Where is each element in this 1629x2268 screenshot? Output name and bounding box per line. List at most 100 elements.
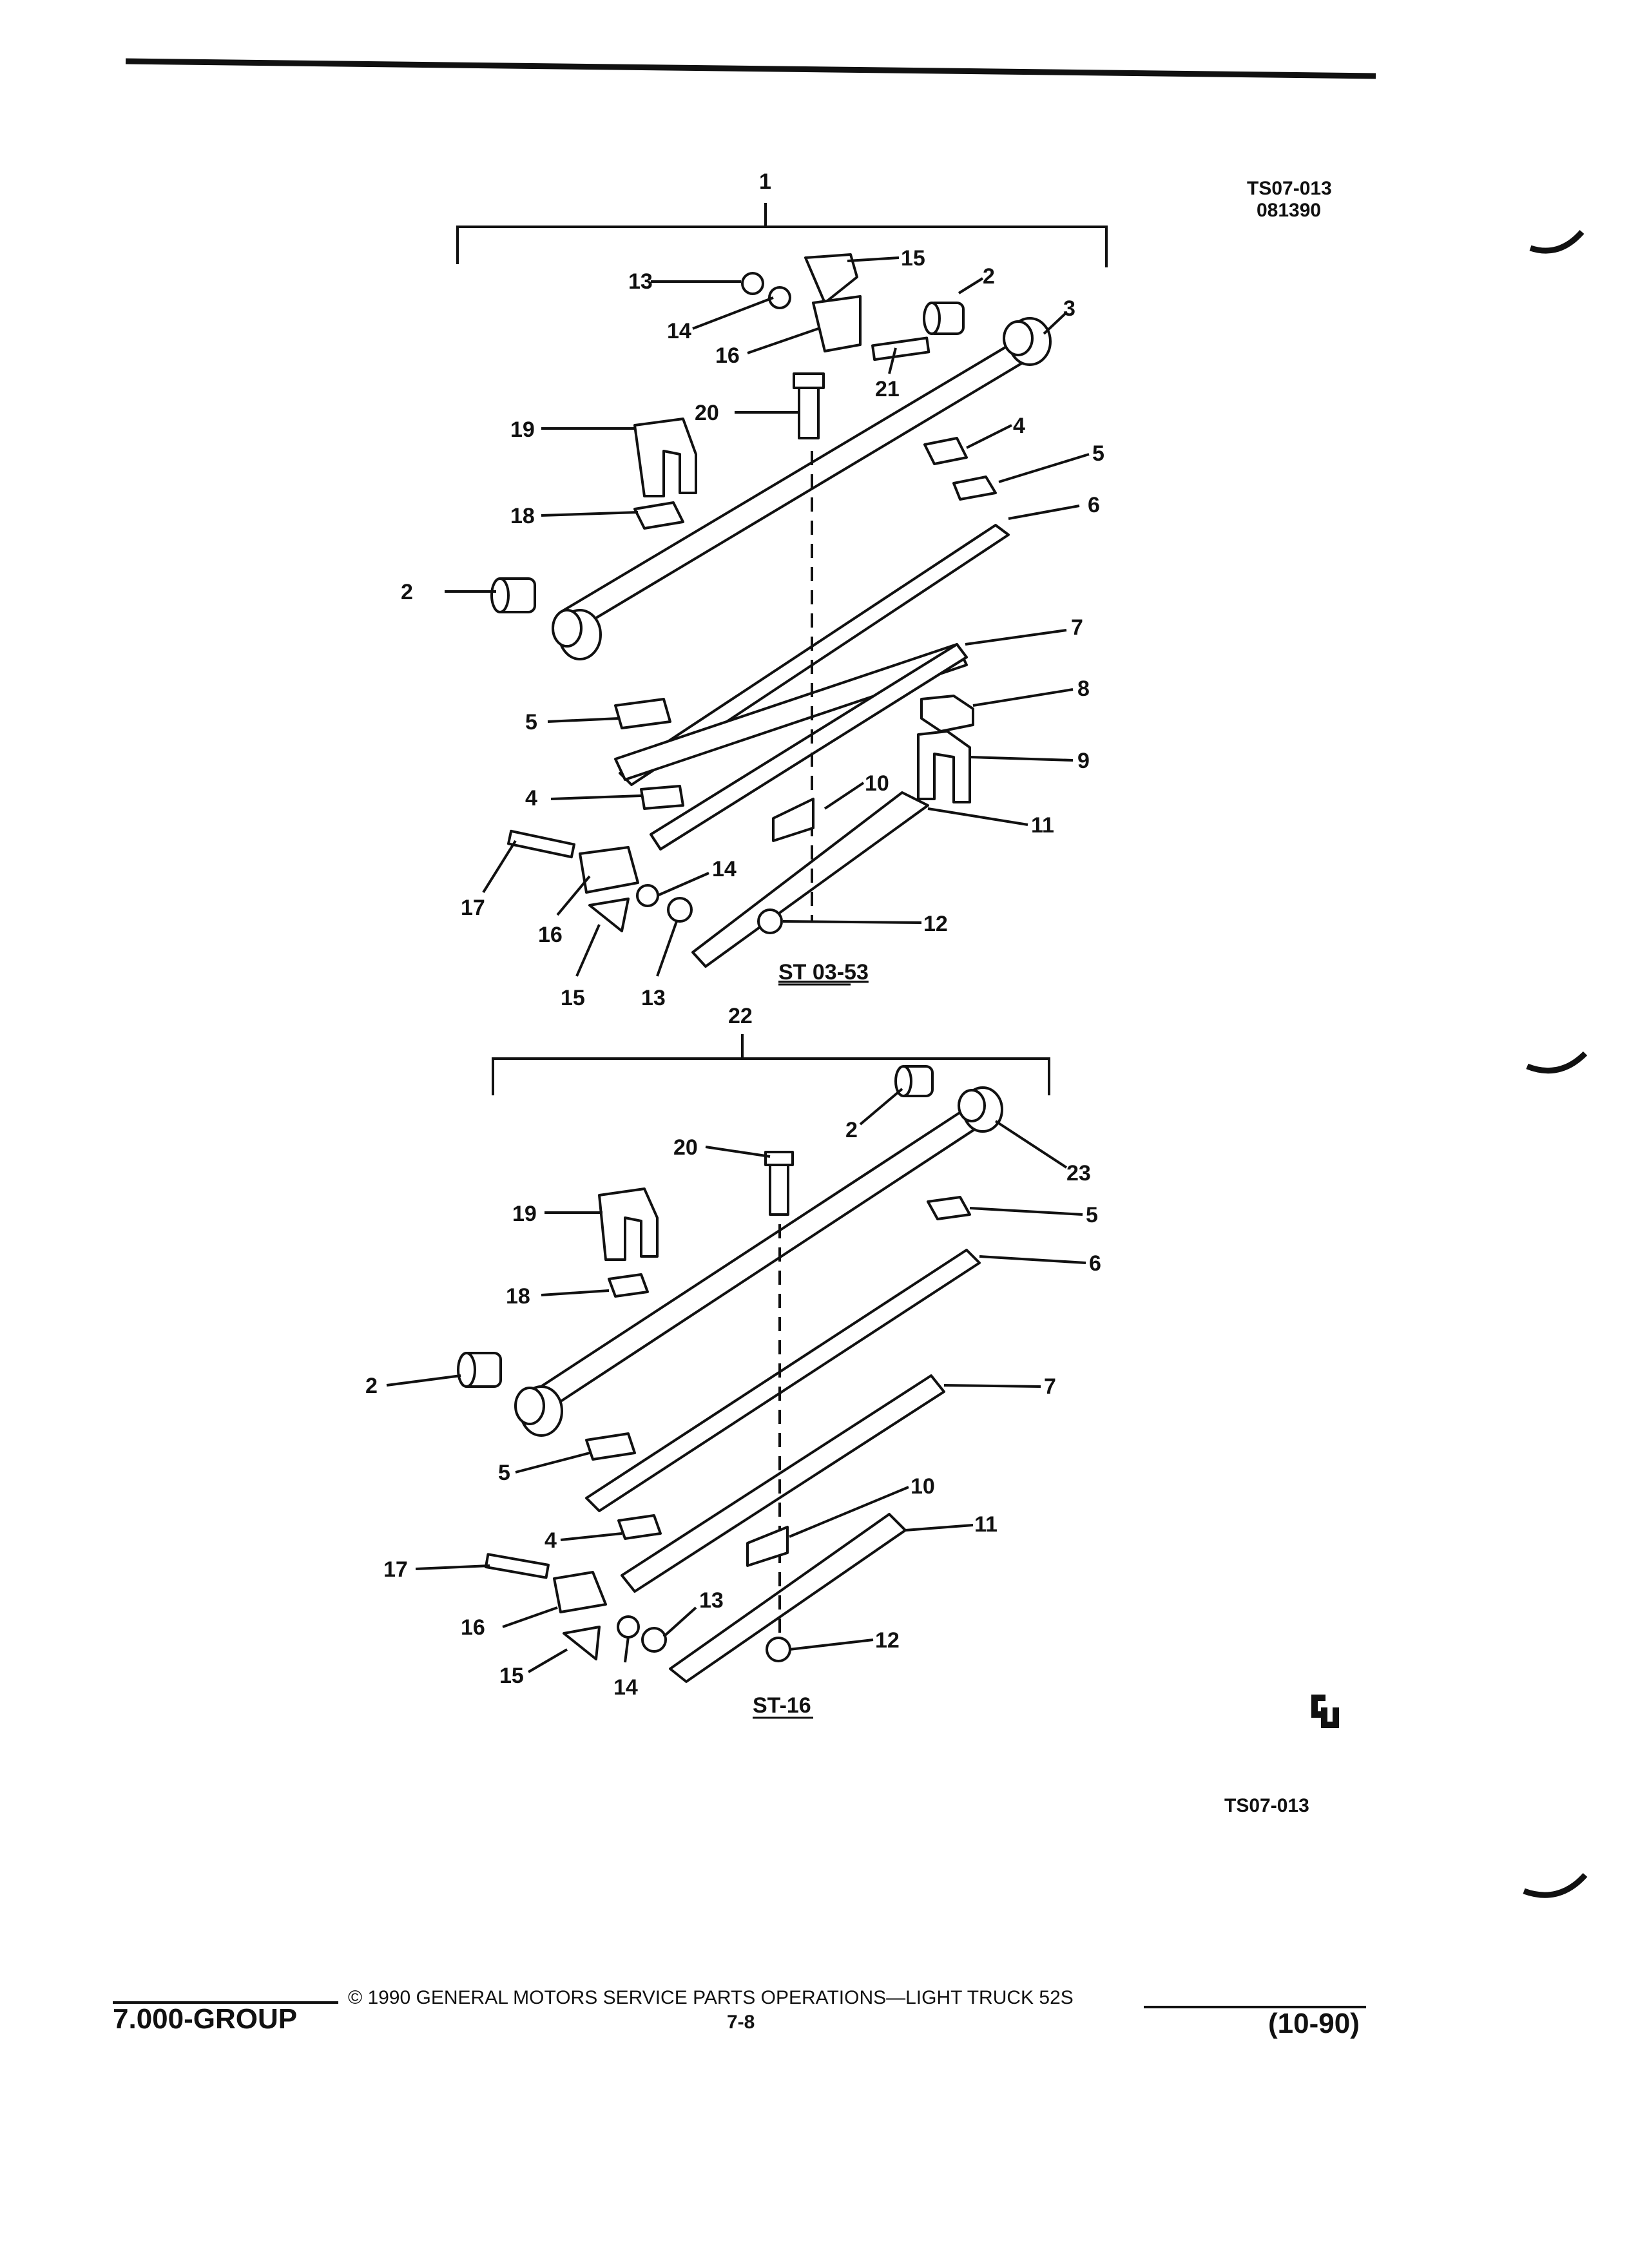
assembly-2-bracket	[492, 1034, 1050, 1095]
footer-copyright: © 1990 GENERAL MOTORS SERVICE PARTS OPER…	[348, 1987, 1074, 2008]
callout-label: 13	[699, 1588, 724, 1613]
callout-label: 4	[1013, 414, 1025, 438]
callout-label: 20	[695, 401, 719, 425]
callout-label: 14	[712, 857, 737, 881]
callout-label: 15	[901, 246, 925, 271]
footer: 7.000-GROUP © 1990 GENERAL MOTORS SERVIC…	[113, 1987, 1366, 2039]
bushing	[894, 1065, 934, 1097]
callout-label: 16	[538, 923, 563, 947]
nut	[766, 1637, 791, 1662]
callout-label: 13	[641, 986, 666, 1010]
callout-label: 13	[628, 269, 653, 294]
callout-label: 5	[498, 1461, 510, 1485]
footer-group: 7.000-GROUP	[113, 2003, 297, 2035]
shackle-15	[563, 1626, 601, 1660]
insulator-5	[927, 1196, 971, 1220]
leaf-7	[621, 1374, 945, 1593]
leaf-lower	[650, 643, 968, 850]
washer-14-top	[768, 286, 791, 309]
callout-label: 2	[845, 1118, 858, 1142]
spacer-10	[772, 798, 815, 842]
assembly-2-number: 22	[728, 1004, 753, 1028]
nut	[757, 908, 783, 934]
margin-mark	[1523, 1872, 1588, 1898]
shackle-16-lower	[579, 846, 639, 894]
callout-label: 20	[673, 1135, 698, 1160]
view-label-2: ST-16	[753, 1693, 811, 1718]
callout-label: 8	[1077, 677, 1090, 701]
callout-label: 5	[1092, 441, 1104, 466]
callout-label: 18	[506, 1284, 530, 1309]
assembly-1: 1	[401, 169, 1108, 1010]
footer-page-number: 7-8	[727, 2012, 755, 2033]
assembly-1-number: 1	[759, 169, 771, 194]
bushing	[457, 1352, 502, 1388]
margin-mark	[1529, 229, 1585, 254]
nut-13-top	[741, 272, 764, 295]
callout-label: 16	[461, 1615, 485, 1640]
clip-19	[633, 418, 697, 497]
callout-label: 5	[525, 710, 537, 735]
callout-label: 14	[613, 1675, 638, 1700]
callout-label: 9	[1077, 749, 1090, 773]
insulator-5	[952, 476, 997, 501]
callout-label: 6	[1089, 1251, 1101, 1276]
leader-lines	[386, 1088, 1086, 1673]
callout-label: 19	[512, 1202, 537, 1226]
callout-label: 11	[1031, 813, 1054, 838]
callout-label: 15	[499, 1664, 524, 1688]
leaf-6	[619, 524, 1010, 786]
leader-lines	[445, 256, 1090, 977]
callout-label: 23	[1066, 1161, 1091, 1186]
callout-label: 4	[525, 786, 537, 811]
callout-label: 17	[461, 896, 485, 920]
callout-label: 7	[1071, 615, 1083, 640]
insulator-4	[923, 437, 968, 465]
callout-label: 2	[983, 264, 995, 289]
shackle-15-lower	[588, 898, 630, 932]
bolt-17	[484, 1553, 550, 1579]
clamp-9	[917, 730, 971, 803]
clip-19	[598, 1187, 659, 1261]
spacer-10	[746, 1526, 789, 1567]
callout-label: 14	[667, 319, 691, 343]
callout-label: 12	[923, 912, 948, 936]
washer-14	[636, 884, 659, 907]
assembly-2: 22	[365, 1004, 1101, 1719]
callout-label: 3	[1063, 296, 1075, 321]
callout-label: 16	[715, 343, 740, 368]
header-rule	[125, 58, 1376, 79]
bushing	[490, 577, 536, 613]
leaf-6	[585, 1249, 981, 1512]
callout-label: 4	[545, 1528, 557, 1553]
callout-label: 7	[1044, 1374, 1056, 1399]
callout-label: 18	[510, 504, 535, 528]
bolt-17	[507, 829, 575, 859]
callout-label: 2	[401, 580, 413, 604]
center-bolt	[793, 372, 825, 439]
leaf-7	[614, 643, 968, 781]
spring-eye-front	[514, 1385, 563, 1437]
washer-14	[617, 1615, 640, 1639]
margin-mark	[1526, 1051, 1588, 1074]
insulator-5	[585, 1432, 636, 1461]
shackle-16-top	[812, 295, 862, 352]
insulator-4	[640, 785, 684, 810]
drawing-date: 081390	[1257, 200, 1321, 221]
leaf-11	[691, 791, 929, 968]
drawing-code: TS07-013	[1247, 178, 1332, 199]
main-leaf	[522, 1100, 990, 1419]
retainer-8	[920, 695, 974, 733]
callout-label: 11	[974, 1512, 998, 1537]
callout-label: 10	[865, 771, 889, 796]
callout-label: 12	[875, 1628, 900, 1653]
insulator-4	[617, 1514, 662, 1540]
callout-label: 17	[383, 1557, 408, 1582]
bolt-21	[871, 336, 930, 361]
nut-13	[641, 1627, 667, 1653]
footer-revision: (10-90)	[1268, 2008, 1360, 2039]
spring-eye-rear	[958, 1086, 1003, 1133]
spring-eye-rear	[1003, 317, 1052, 366]
shackle-15-top	[804, 253, 858, 304]
